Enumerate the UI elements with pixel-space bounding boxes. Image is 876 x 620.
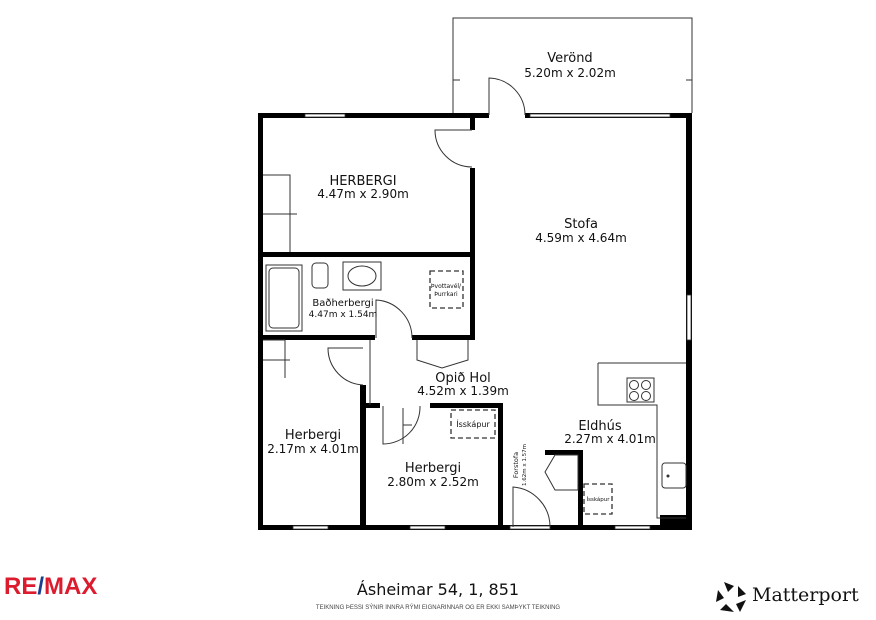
room-name-hall: Opið Hol [435, 371, 491, 386]
room-name-bedroom-mid: Herbergi [405, 461, 461, 476]
room-name-bathroom: Baðherbergi [312, 298, 373, 309]
fridge-label-1: Ísskápur [456, 418, 490, 429]
dryer-label: Þurrkari [434, 291, 458, 298]
room-name-bedroom-main: HERBERGI [329, 174, 396, 189]
door-veranda [488, 77, 526, 116]
room-name-living: Stofa [564, 217, 598, 232]
fridge-label-2: Ísskápur [586, 496, 610, 503]
wall-left [258, 113, 263, 530]
room-name-entry: Forstofa [512, 452, 520, 478]
windows [292, 113, 692, 530]
room-name-veranda: Verönd [547, 51, 592, 66]
wall-top [258, 113, 692, 118]
matterport-logo: Matterport [752, 584, 859, 606]
room-name-bedroom-left: Herbergi [285, 428, 341, 443]
room-size-entry: 1.62m x 1.57m [522, 444, 528, 486]
room-name-kitchen: Eldhús [578, 419, 622, 434]
room-size-bedroom-left: 2.17m x 4.01m [267, 442, 359, 456]
room-size-hall: 4.52m x 1.39m [417, 384, 509, 398]
room-size-bathroom: 4.47m x 1.54m [309, 310, 378, 320]
room-size-living: 4.59m x 4.64m [535, 231, 627, 245]
veranda-outline [452, 17, 693, 113]
disclaimer-text: TEIKNING ÞESSI SÝNIR INNRA RÝMI EIGNARIN… [315, 605, 561, 611]
room-size-kitchen: 2.27m x 4.01m [564, 432, 656, 446]
address-title: Ásheimar 54, 1, 851 [356, 580, 520, 599]
room-size-veranda: 5.20m x 2.02m [524, 66, 616, 80]
matterport-icon [716, 582, 746, 612]
remax-logo: RE/MAX [4, 573, 98, 600]
room-size-bedroom-mid: 2.80m x 2.52m [387, 475, 479, 489]
room-size-bedroom-main: 4.47m x 2.90m [317, 187, 409, 201]
wall-bottom [258, 525, 692, 530]
washer-label: Þvottavél/ [431, 283, 462, 290]
